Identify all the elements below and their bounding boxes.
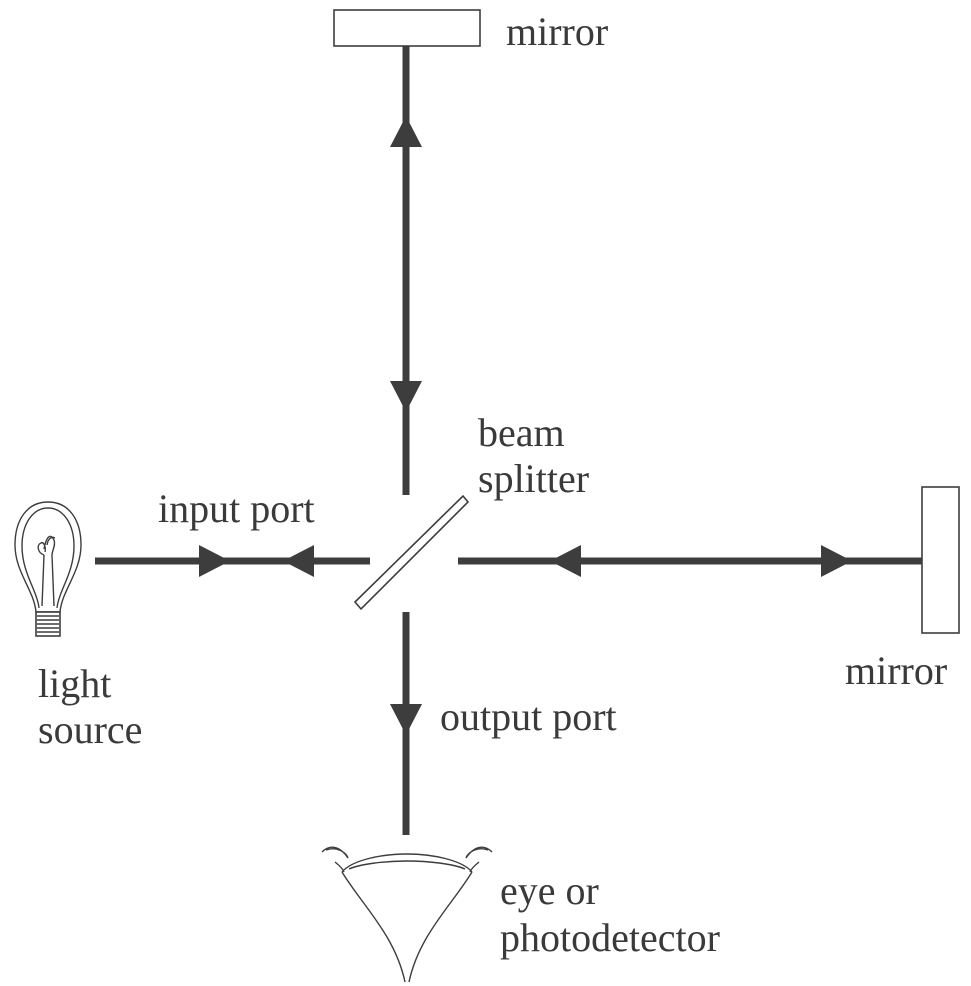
arrow-down-from-mirror bbox=[390, 381, 422, 412]
mirror-right-label: mirror bbox=[845, 648, 947, 693]
light-source-label-line1: light bbox=[38, 661, 111, 706]
beam-splitter-label-line1: beam bbox=[478, 410, 565, 455]
arrow-right-to-mirror bbox=[821, 545, 852, 577]
light-bulb-icon bbox=[14, 501, 82, 637]
beam-splitter bbox=[353, 494, 470, 611]
output-port-label: output port bbox=[440, 694, 617, 739]
mirror-right bbox=[921, 486, 960, 634]
detector-label-line1: eye or bbox=[500, 868, 599, 913]
beam-splitter-label-line2: splitter bbox=[478, 456, 589, 501]
light-source-label-line2: source bbox=[38, 707, 142, 752]
arrow-down-output bbox=[390, 704, 422, 735]
arrow-left-input bbox=[283, 545, 314, 577]
arrow-up-to-mirror bbox=[390, 116, 422, 147]
input-port-label: input port bbox=[158, 486, 315, 531]
mirror-top-label: mirror bbox=[506, 9, 608, 54]
eye-icon bbox=[321, 846, 493, 983]
detector-label-line2: photodetector bbox=[500, 915, 720, 960]
mirror-top bbox=[333, 9, 481, 47]
bulb-base-threads bbox=[37, 615, 59, 633]
arrow-left-return bbox=[550, 545, 581, 577]
arrow-right-input bbox=[199, 545, 230, 577]
